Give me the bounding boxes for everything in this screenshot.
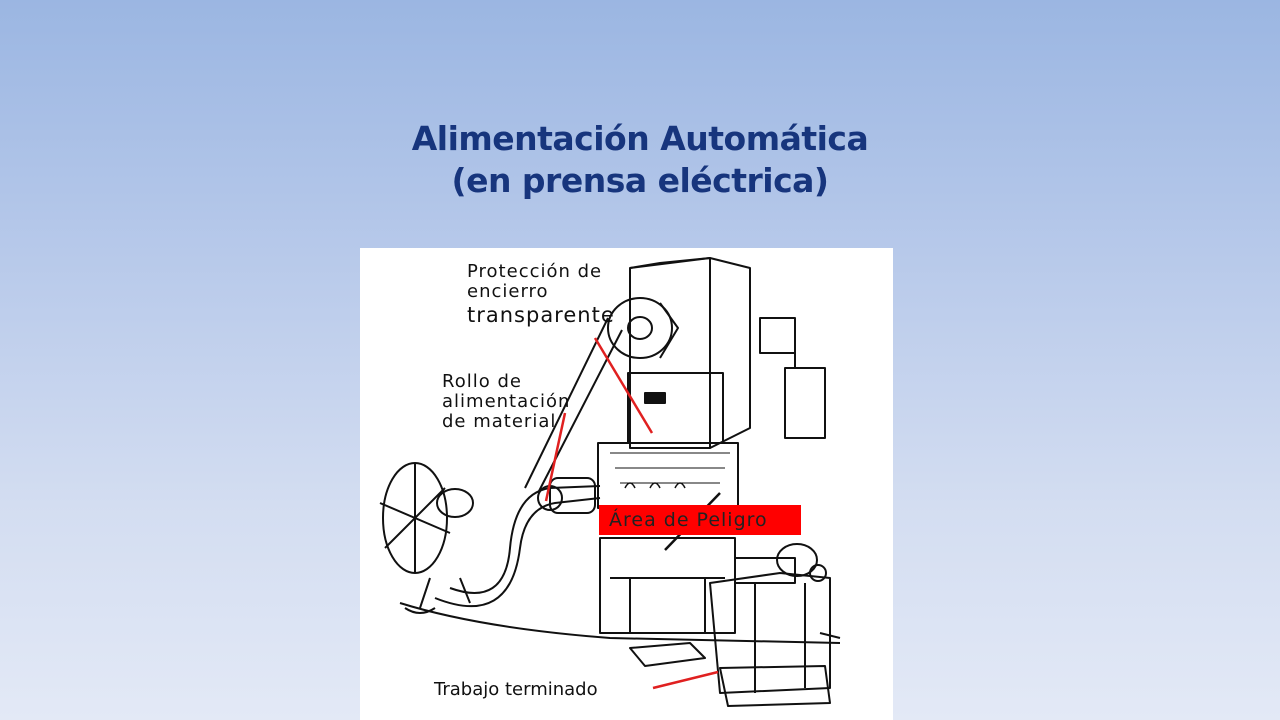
press-illustration	[379, 257, 841, 707]
finished-work-label: Trabajo terminado	[434, 679, 598, 700]
roll-feeder	[549, 477, 596, 514]
feed-roll-label-line-2: alimentación	[442, 391, 571, 412]
guard-label-line-1: Protección de	[467, 261, 603, 282]
feed-roll-label-line-3: de material	[442, 411, 557, 432]
scrap-bin	[629, 642, 706, 667]
feed-arrow	[544, 412, 567, 502]
guard-label-line-2: encierro	[467, 281, 549, 302]
feed-roll-label-line-1: Rollo de	[442, 371, 522, 392]
guard-label-line-3: transparente	[467, 303, 615, 327]
press-diagram: Protección de encierro transparente Roll…	[360, 248, 893, 720]
feed-roll-label: Rollo de alimentación de material	[442, 372, 570, 432]
slide-title-line-1: Alimentación Automática	[411, 119, 869, 158]
finished-bin	[719, 665, 831, 707]
press-base	[399, 602, 841, 644]
danger-area-label: Área de Peligro	[599, 505, 801, 535]
motor-pulley	[607, 297, 673, 359]
guard-arrow	[593, 337, 654, 434]
press-frame	[629, 257, 711, 449]
finished-arrow	[652, 670, 719, 690]
guard-enclosure	[627, 372, 724, 444]
output-stand	[709, 572, 831, 694]
feed-belt	[537, 329, 623, 494]
guard-label: Protección de encierro transparente	[467, 262, 615, 328]
slide-title-line-2: (en prensa eléctrica)	[451, 161, 829, 200]
press-legs	[599, 537, 736, 634]
material-strip	[434, 497, 601, 608]
slide-title: Alimentación Automática (en prensa eléct…	[0, 118, 1280, 202]
